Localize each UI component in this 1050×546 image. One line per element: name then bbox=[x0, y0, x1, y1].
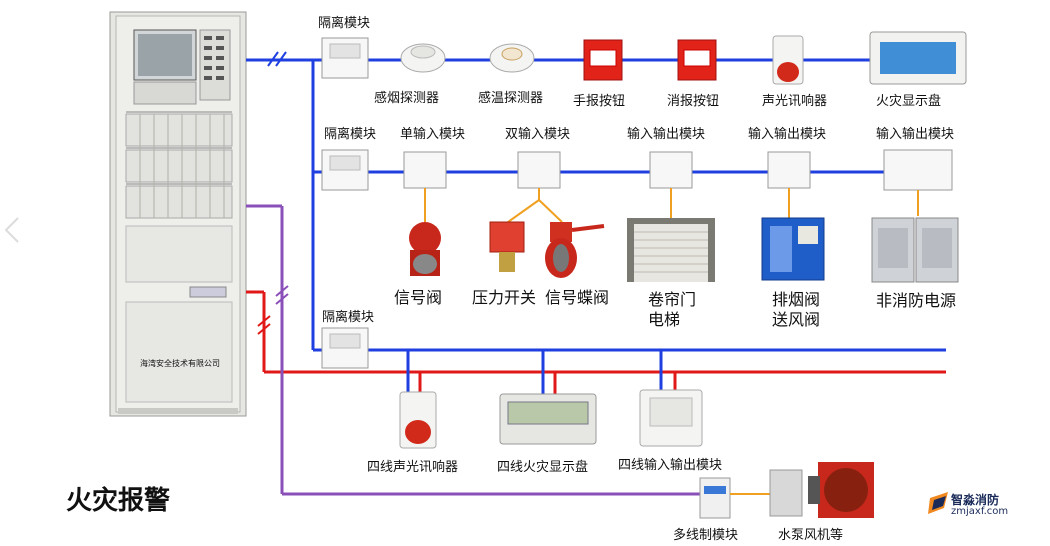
single-input-module-label: 单输入模块 bbox=[400, 127, 466, 142]
smoke-exhaust-damper-label: 排烟阀 bbox=[772, 290, 821, 309]
isolator-label-2: 隔离模块 bbox=[324, 127, 377, 142]
single-input-module bbox=[403, 151, 447, 189]
manual-call-point-icon bbox=[583, 39, 623, 81]
isolator-label-3: 隔离模块 bbox=[322, 310, 375, 325]
io-module-1 bbox=[649, 151, 693, 189]
hydrant-button-label: 消报按钮 bbox=[667, 94, 720, 109]
manual-call-point-label: 手报按钮 bbox=[573, 94, 626, 109]
four-wire-strobe-horn-icon bbox=[399, 391, 437, 449]
watermark-name: 智淼消防 bbox=[951, 493, 1000, 507]
four-wire-io-module-label: 四线输入输出模块 bbox=[618, 458, 723, 473]
io-module-3 bbox=[883, 149, 953, 191]
four-wire-fire-display-label: 四线火灾显示盘 bbox=[497, 460, 589, 475]
four-wire-strobe-horn-label: 四线声光讯响器 bbox=[367, 460, 459, 475]
fire-display-panel-icon bbox=[869, 31, 967, 85]
elevator-label: 电梯 bbox=[648, 310, 681, 329]
four-wire-fire-display-icon bbox=[499, 393, 597, 445]
io-module-2 bbox=[767, 151, 811, 189]
brand-logo-icon bbox=[928, 492, 948, 514]
fire-display-label: 火灾显示盘 bbox=[876, 94, 942, 109]
chevron-left-icon[interactable] bbox=[4, 217, 19, 243]
air-supply-damper-label: 送风阀 bbox=[772, 310, 821, 329]
signal-valve-icon bbox=[409, 222, 441, 276]
four-wire-io-module-icon bbox=[639, 389, 703, 447]
heat-detector-icon bbox=[489, 43, 535, 73]
strobe-horn-icon bbox=[772, 35, 804, 85]
dual-input-module bbox=[517, 151, 561, 189]
pressure-switch-label: 压力开关 bbox=[472, 288, 537, 307]
io-module-label-3: 输入输出模块 bbox=[876, 127, 955, 142]
strobe-horn-label: 声光讯响器 bbox=[762, 94, 828, 109]
pressure-switch-icon bbox=[489, 221, 525, 272]
diagram-title: 火灾报警 bbox=[66, 486, 171, 516]
rolling-shutter-label: 卷帘门 bbox=[648, 290, 697, 309]
io-module-label-2: 输入输出模块 bbox=[748, 127, 827, 142]
signal-butterfly-valve-icon bbox=[545, 222, 605, 278]
smoke-detector-icon bbox=[400, 43, 446, 73]
panel-manufacturer-label: 海湾安全技术有限公司 bbox=[140, 359, 220, 368]
heat-detector-label: 感温探测器 bbox=[478, 91, 544, 106]
signal-valve-label: 信号阀 bbox=[394, 288, 443, 307]
non-fire-power-label: 非消防电源 bbox=[876, 291, 957, 310]
io-module-label-1: 输入输出模块 bbox=[627, 127, 706, 142]
multi-line-module-label: 多线制模块 bbox=[673, 528, 739, 543]
dual-input-module-label: 双输入模块 bbox=[505, 127, 571, 142]
non-fire-power-cabinet-icon bbox=[871, 217, 959, 283]
pump-fan-icon bbox=[769, 462, 874, 518]
smoke-detector-label: 感烟探测器 bbox=[374, 91, 440, 106]
hydrant-button-icon bbox=[677, 39, 717, 81]
rolling-shutter-icon bbox=[627, 218, 715, 282]
pump-fan-label: 水泵风机等 bbox=[778, 528, 844, 543]
control-panel-cabinet bbox=[109, 11, 247, 417]
signal-butterfly-valve-label: 信号蝶阀 bbox=[545, 288, 610, 307]
watermark-url: zmjaxf.com bbox=[951, 506, 1009, 517]
isolator-label-1: 隔离模块 bbox=[318, 16, 371, 31]
multi-line-module-icon bbox=[699, 477, 731, 519]
smoke-exhaust-damper-icon bbox=[761, 217, 825, 281]
